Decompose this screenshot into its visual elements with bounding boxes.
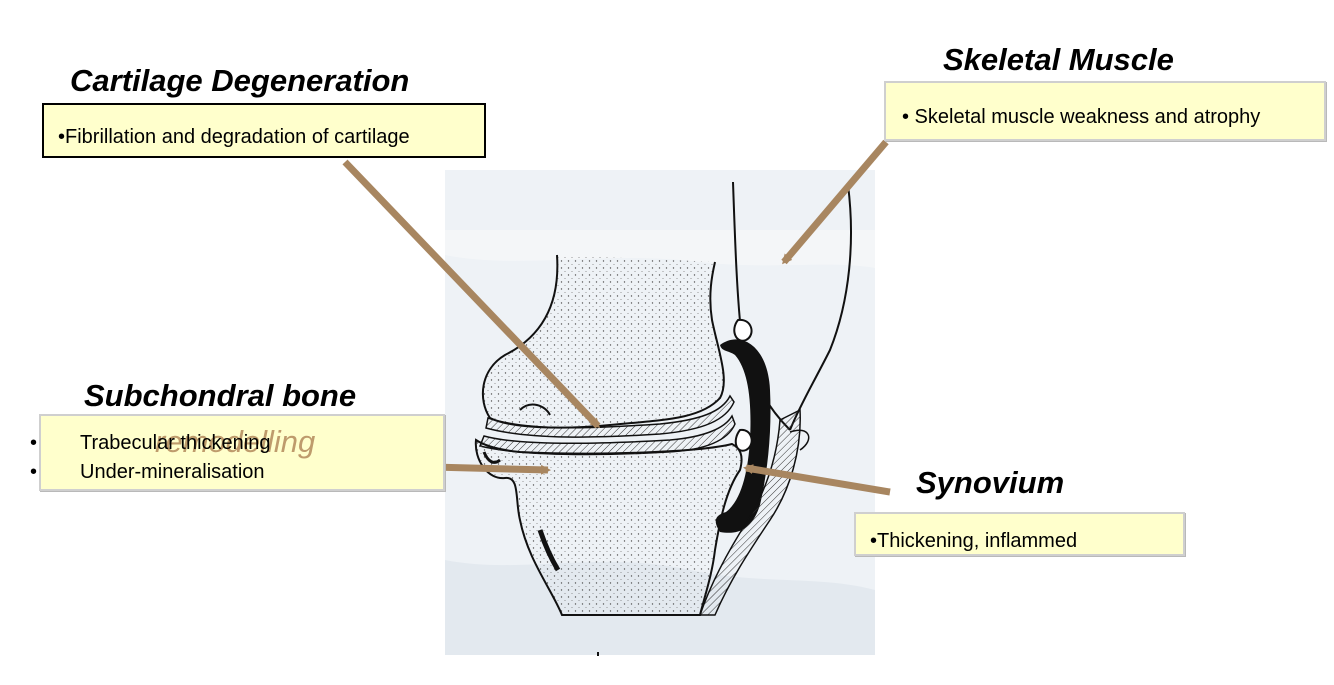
synovium-capsule xyxy=(715,339,771,533)
synovium-arrow xyxy=(743,464,891,496)
cartilage-arrow xyxy=(342,159,601,429)
bone-overlay-text: remodelling xyxy=(155,424,316,459)
bone-item-2: Under-mineralisation xyxy=(80,461,265,483)
muscle-item: • Skeletal muscle weakness and atrophy xyxy=(902,106,1261,128)
synovium-item: •Thickening, inflammed xyxy=(870,530,1078,552)
bone-box xyxy=(39,414,445,491)
synovium-title: Synovium xyxy=(916,465,1065,500)
bone-item-1: Trabecular thickening xyxy=(80,432,271,454)
muscle-arrow xyxy=(781,139,889,265)
tibia-bone xyxy=(474,438,743,616)
cartilage-box: •Fibrillation and degradation of cartila… xyxy=(42,103,486,158)
bone-arrow xyxy=(431,463,551,475)
muscle-box: • Skeletal muscle weakness and atrophy xyxy=(884,81,1326,141)
cartilage-layer xyxy=(485,394,735,438)
bone-title: Subchondral bone xyxy=(84,378,357,413)
cartilage-title: Cartilage Degeneration xyxy=(70,63,410,98)
muscle-title: Skeletal Muscle xyxy=(943,42,1174,77)
cartilage-item: •Fibrillation and degradation of cartila… xyxy=(58,126,410,148)
synovium-box: •Thickening, inflammed xyxy=(854,512,1185,556)
bone-bullet-1: • xyxy=(30,432,38,454)
bone-bullet-2: • xyxy=(30,461,38,483)
